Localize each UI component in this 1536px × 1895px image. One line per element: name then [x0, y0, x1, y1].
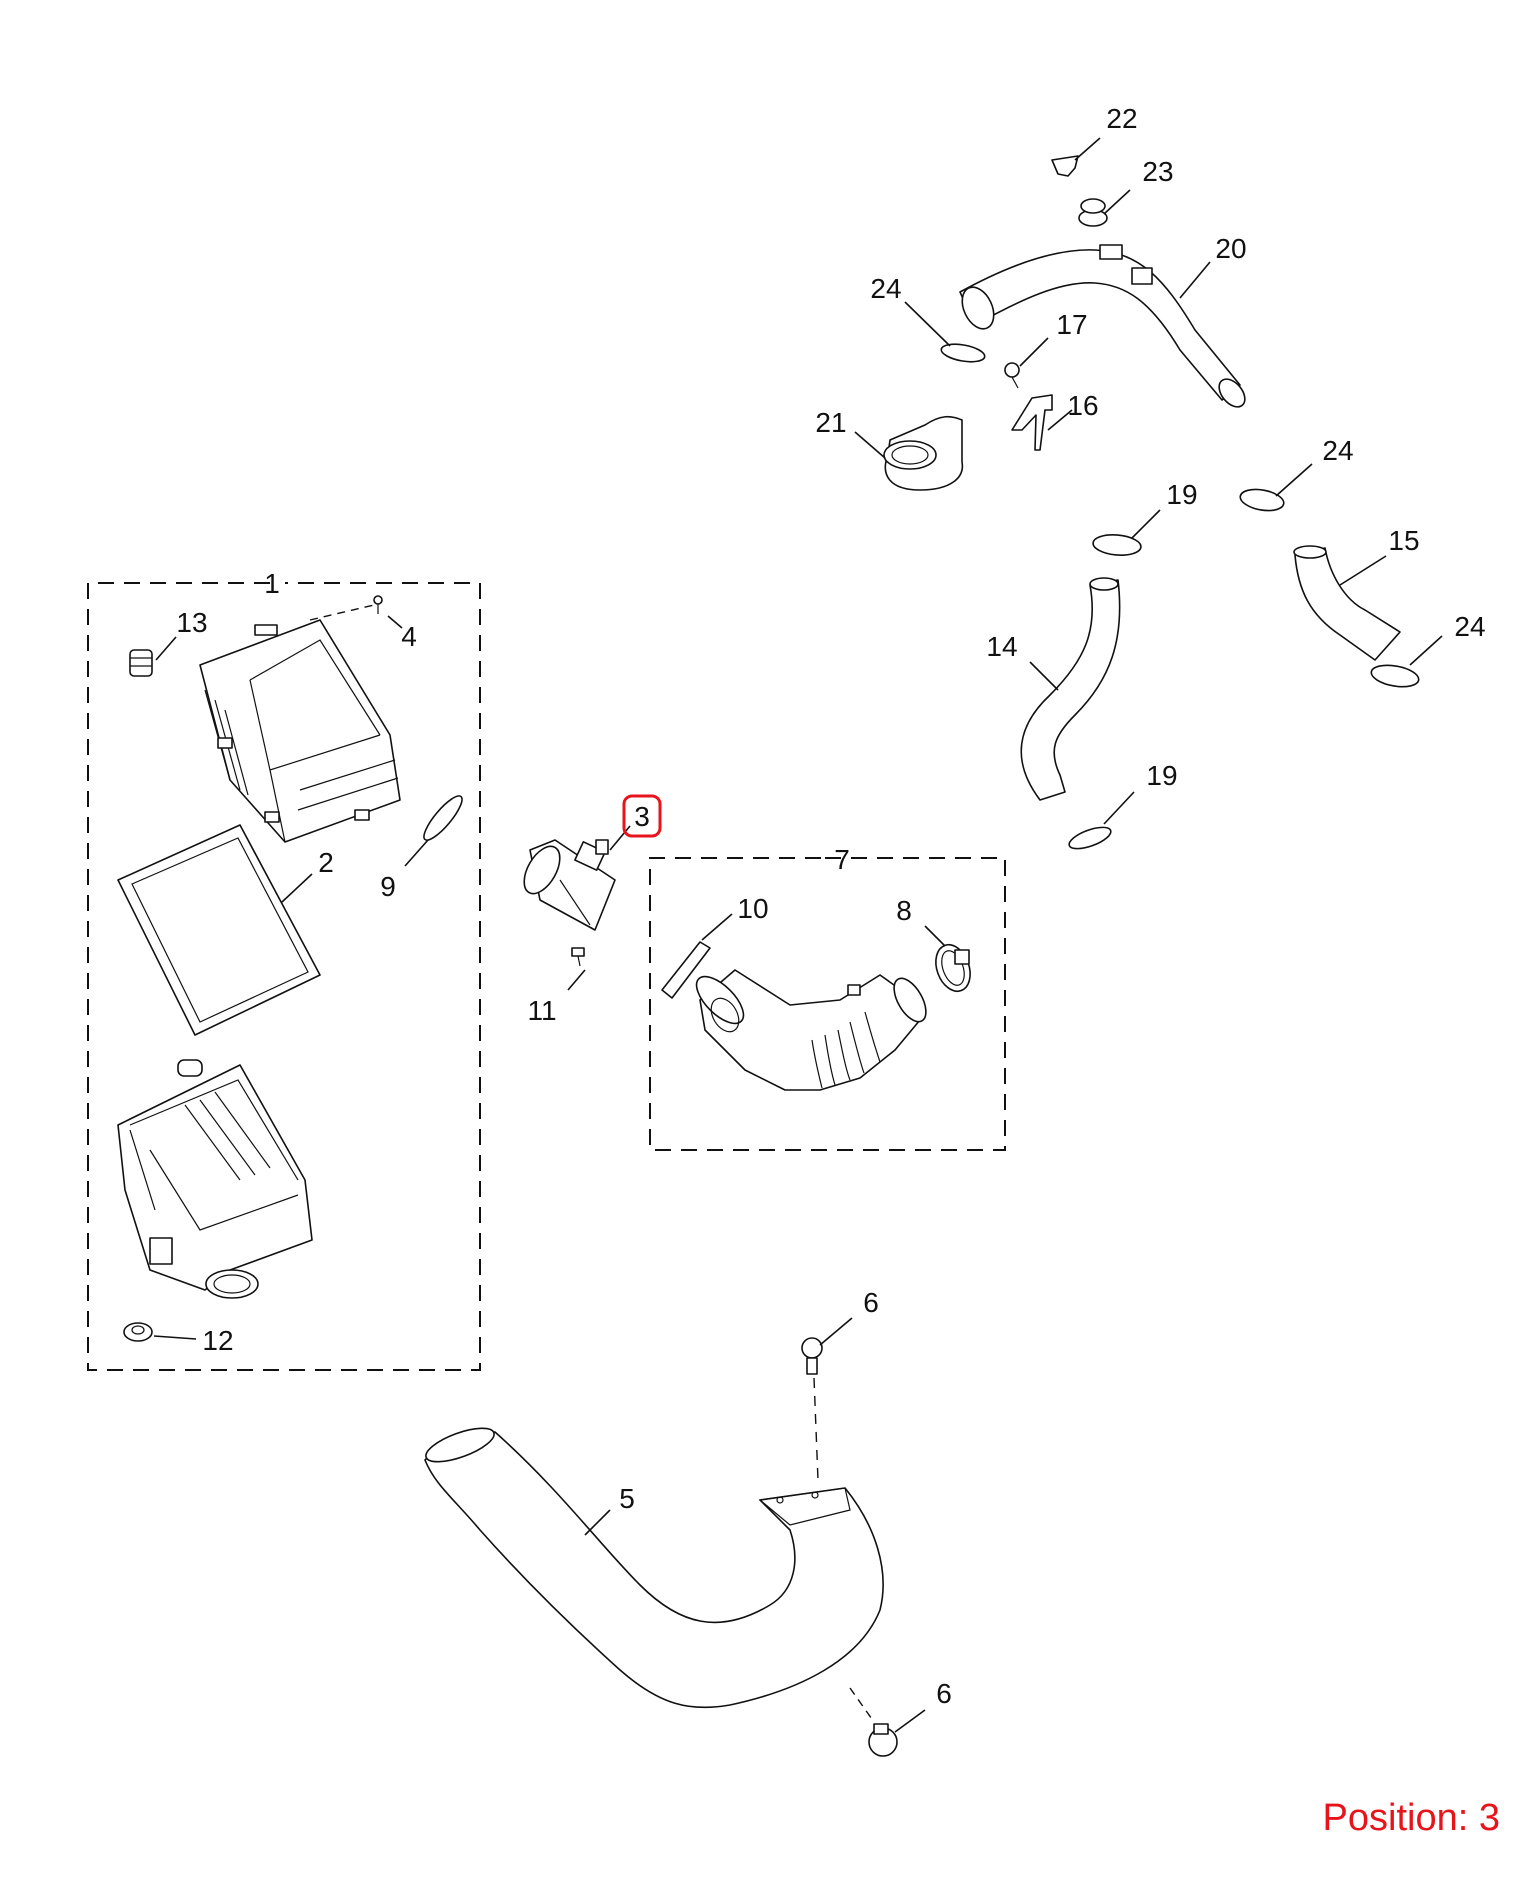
part-19-clamp-a[interactable]: [1092, 533, 1142, 557]
callout-19-lower[interactable]: 19: [1146, 760, 1177, 791]
part-9-seal[interactable]: [419, 791, 467, 844]
callout-15[interactable]: 15: [1388, 525, 1419, 556]
part-2-air-filter[interactable]: [117, 824, 321, 1036]
part-6-fastener-lower[interactable]: [868, 1723, 898, 1757]
part-19-clamp-b[interactable]: [1067, 823, 1114, 853]
callout-13[interactable]: 13: [176, 607, 207, 638]
callout-labels: 1 2 4 5 6 6 7 8 9 10 11 12 13 14 15 16 1…: [176, 103, 1485, 1709]
part-1-air-cleaner-cover[interactable]: [199, 619, 401, 843]
position-label: Position: 3: [1322, 1797, 1500, 1839]
part-16-bracket[interactable]: [1011, 394, 1053, 451]
part-24-clamp-b[interactable]: [1239, 486, 1286, 513]
part-13-grommet[interactable]: [129, 649, 153, 677]
part-24-clamp-a[interactable]: [940, 341, 986, 364]
part-5-air-duct[interactable]: [422, 1421, 884, 1709]
callout-22[interactable]: 22: [1106, 103, 1137, 134]
callout-8[interactable]: 8: [896, 895, 912, 926]
callout-24-lower-right[interactable]: 24: [1454, 611, 1485, 642]
group-7-box: [649, 857, 1006, 1151]
callout-7[interactable]: 7: [834, 844, 850, 875]
callout-23[interactable]: 23: [1142, 156, 1173, 187]
part-12-grommet[interactable]: [123, 1322, 153, 1342]
part-7-air-intake-hose[interactable]: [689, 969, 933, 1091]
callout-21[interactable]: 21: [815, 407, 846, 438]
callout-17[interactable]: 17: [1056, 309, 1087, 340]
callout-16[interactable]: 16: [1067, 390, 1098, 421]
callout-24-right[interactable]: 24: [1322, 435, 1353, 466]
callout-2[interactable]: 2: [318, 847, 334, 878]
part-8-hose-clamp[interactable]: [930, 940, 976, 996]
part-20-intake-pipe[interactable]: [956, 244, 1250, 412]
part-22-clip[interactable]: [1051, 155, 1079, 177]
part-1-air-cleaner-housing[interactable]: [117, 1059, 313, 1299]
callout-6-upper[interactable]: 6: [863, 1287, 879, 1318]
part-3-air-flow-sensor[interactable]: [517, 839, 616, 931]
callout-10[interactable]: 10: [737, 893, 768, 924]
callout-5[interactable]: 5: [619, 1483, 635, 1514]
part-24-clamp-c[interactable]: [1370, 662, 1421, 690]
part-23-grommet[interactable]: [1078, 198, 1108, 227]
callout-19-upper[interactable]: 19: [1166, 479, 1197, 510]
callout-24-upper-left[interactable]: 24: [870, 273, 901, 304]
callout-14[interactable]: 14: [986, 631, 1017, 662]
part-14-hose[interactable]: [1020, 577, 1121, 801]
part-17-bolt[interactable]: [1004, 362, 1020, 389]
callout-9[interactable]: 9: [380, 871, 396, 902]
part-6-fastener-upper[interactable]: [801, 1337, 823, 1375]
callout-11[interactable]: 11: [527, 995, 556, 1026]
part-11-screw[interactable]: [571, 947, 585, 967]
callout-6-lower[interactable]: 6: [936, 1678, 952, 1709]
highlight-box: [622, 794, 662, 838]
callout-4[interactable]: 4: [401, 621, 417, 652]
callout-20[interactable]: 20: [1215, 233, 1246, 264]
callout-12[interactable]: 12: [202, 1325, 233, 1356]
part-15-hose[interactable]: [1293, 545, 1401, 661]
part-21-duct[interactable]: [883, 415, 964, 491]
part-10-seal[interactable]: [661, 941, 711, 999]
part-4-screw[interactable]: [373, 595, 383, 614]
callout-1[interactable]: 1: [264, 568, 280, 599]
callout-3[interactable]: 3: [634, 801, 650, 832]
